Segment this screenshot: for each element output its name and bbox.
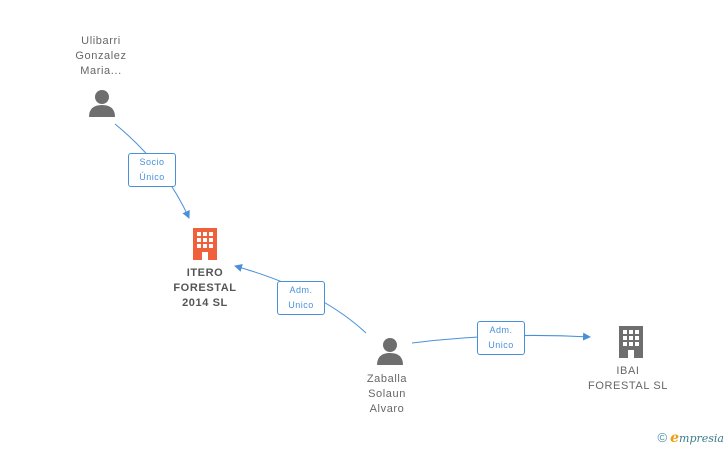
node-ulibarri-line: Ulibarri (81, 35, 121, 47)
edge-label-adm-ibai[interactable]: Adm. Unico (477, 321, 525, 355)
node-itero-line: ITERO (186, 267, 224, 279)
brand-rest: mpresia (679, 432, 724, 445)
node-itero-line: 2014 SL (182, 297, 228, 309)
node-ibai-label[interactable]: IBAI FORESTAL SL (573, 364, 683, 394)
edge-label-line: Adm. (289, 285, 313, 295)
node-zaballa-line: Alvaro (369, 403, 405, 415)
node-itero-label[interactable]: ITERO FORESTAL 2014 SL (150, 266, 260, 311)
brand-initial: e (670, 430, 680, 446)
edge-label-line: Unico (288, 300, 314, 310)
person-icon[interactable] (375, 337, 405, 367)
copyright-symbol: © (657, 430, 668, 445)
empresia-logo[interactable]: empresia (670, 430, 724, 446)
node-ulibarri-label[interactable]: Ulibarri Gonzalez Maria... (46, 34, 156, 79)
node-zaballa-label[interactable]: Zaballa Solaun Alvaro (332, 372, 442, 417)
edge-label-line: Único (139, 172, 165, 182)
edge-label-line: Socio (139, 157, 165, 167)
node-ibai-line: FORESTAL SL (588, 380, 668, 392)
node-itero-line: FORESTAL (173, 282, 237, 294)
footer-brand: © empresia (657, 430, 724, 446)
building-icon[interactable] (616, 324, 646, 360)
node-zaballa-line: Zaballa (366, 373, 408, 385)
edge-label-line: Unico (488, 340, 514, 350)
edge-label-line: Adm. (489, 325, 513, 335)
building-icon[interactable] (190, 226, 220, 262)
node-zaballa-line: Solaun (368, 388, 406, 400)
edge-label-socio[interactable]: Socio Único (128, 153, 176, 187)
node-ulibarri-line: Maria... (80, 65, 122, 77)
node-ibai-line: IBAI (616, 365, 640, 377)
node-ulibarri-line: Gonzalez (75, 50, 127, 62)
edge-label-adm-itero[interactable]: Adm. Unico (277, 281, 325, 315)
person-icon[interactable] (87, 89, 117, 119)
